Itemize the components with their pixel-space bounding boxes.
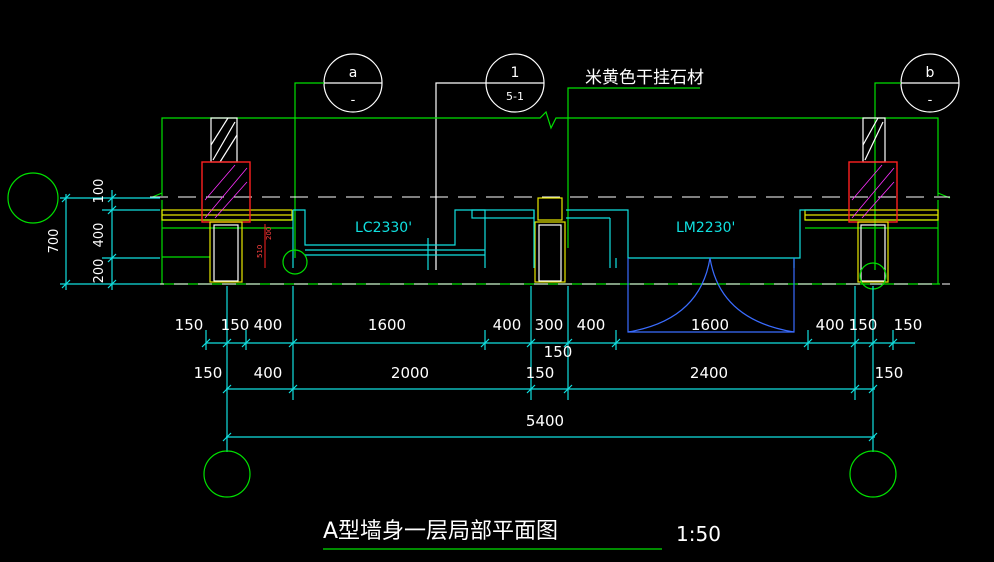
drawing-scale: 1:50 (676, 522, 721, 546)
material-note: 米黄色干挂石材 (585, 68, 704, 88)
axis-circle-left (203, 450, 251, 498)
callout-a[interactable]: a - (323, 53, 383, 113)
callout-1[interactable]: 1 5-1 (485, 53, 545, 113)
small-dim: 200 510 (256, 224, 273, 268)
axis-circle-right (849, 450, 897, 498)
dim-row2-3: 150 (526, 364, 555, 382)
dim-row1-8: 400 (816, 316, 845, 334)
dim-row1-3: 1600 (368, 316, 406, 334)
door-label: LM2230' (676, 220, 735, 236)
marker-circle-right (859, 262, 887, 290)
small-dim-510: 510 (256, 245, 264, 258)
window-lc2330 (292, 209, 535, 270)
callout-a-top: a (349, 65, 358, 81)
dim-left-200: 200 (92, 259, 107, 284)
dim-row1-9: 150 (849, 316, 878, 334)
dim-row2-4: 2400 (690, 364, 728, 382)
dim-row1-2: 400 (254, 316, 283, 334)
dim-row2-2: 2000 (391, 364, 429, 382)
dim-row1-5: 300 (535, 316, 564, 334)
dim-row1-1: 150 (221, 316, 250, 334)
dim-row1-0: 150 (175, 316, 204, 334)
left-column (201, 117, 251, 283)
callout-1-top: 1 (511, 65, 520, 81)
dim-row1-10: 150 (894, 316, 923, 334)
door-lm2230 (566, 209, 830, 333)
dim-row2-1: 400 (254, 364, 283, 382)
dim-row1-6: 400 (577, 316, 606, 334)
dim-row2-5: 150 (875, 364, 904, 382)
right-column (848, 117, 898, 283)
dim-left-100: 100 (92, 179, 107, 204)
callout-b-top: b (926, 65, 935, 81)
bottom-dim-lines (201, 286, 915, 452)
dim-row1-7: 1600 (691, 316, 729, 334)
dim-row1-4: 400 (493, 316, 522, 334)
window-label: LC2330' (355, 220, 412, 236)
callout-a-bottom: - (351, 93, 356, 108)
dim-row2-0: 150 (194, 364, 223, 382)
stone-cladding (161, 197, 939, 221)
callout-b[interactable]: b - (900, 53, 960, 113)
marker-circle-left (282, 249, 308, 275)
dim-row1-mid: 150 (544, 343, 573, 361)
dim-left-700: 700 (47, 229, 62, 254)
center-pier (534, 221, 566, 283)
drawing-title: A型墙身一层局部平面图 (323, 519, 558, 544)
left-dimensions (7, 172, 160, 290)
callout-1-bottom: 5-1 (506, 90, 524, 103)
small-dim-200: 200 (265, 227, 273, 240)
dim-left-400: 400 (92, 223, 107, 248)
callout-leaders (294, 82, 901, 270)
callout-b-bottom: - (928, 93, 933, 108)
dim-total: 5400 (526, 412, 564, 430)
